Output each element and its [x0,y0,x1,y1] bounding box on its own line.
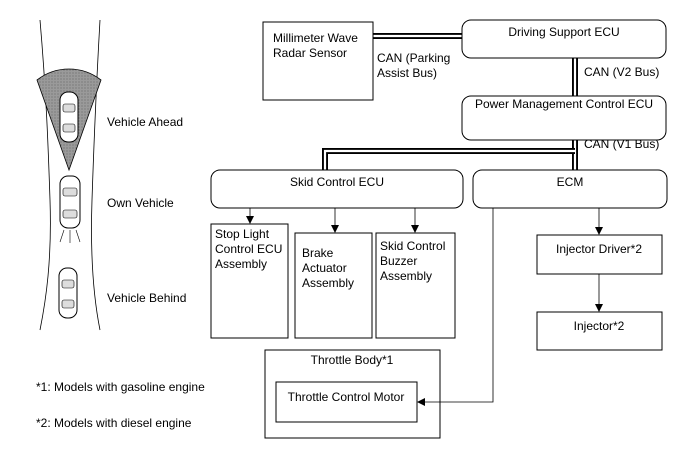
brake-actuator-label-1: Brake [302,246,334,260]
brake-actuator-box [294,232,373,339]
power-management-ecu-box [461,95,667,141]
stop-light-label-2: Control ECU [215,242,282,256]
can-parking-label-1: CAN (Parking [377,51,450,65]
stop-light-label-3: Assembly [215,257,267,271]
note-diesel: *2: Models with diesel engine [36,416,192,430]
can-parking-label-2: Assist Bus) [377,66,437,80]
throttle-motor-label: Throttle Control Motor [288,390,405,404]
road-edge-right [91,19,101,331]
label-vehicle-ahead: Vehicle Ahead [107,115,183,129]
buzzer-label-2: Buzzer [380,254,417,268]
driving-support-ecu-label: Driving Support ECU [508,25,619,39]
injector-driver-box [536,234,663,275]
throttle-motor-box [275,381,418,423]
stop-light-label-1: Stop Light [215,227,270,241]
road-edge-left [39,19,51,331]
ecm-box [472,169,668,209]
vehicle-ahead-icon [59,91,79,143]
can-v2-label: CAN (V2 Bus) [584,65,659,79]
stop-light-ecu-box [210,223,289,339]
power-management-ecu-label: Power Management Control ECU [475,97,653,111]
radar-sensor-label-2: Radar Sensor [273,46,347,60]
injector-box [536,311,663,351]
brake-actuator-label-3: Assembly [302,276,354,290]
ecm-label: ECM [557,175,584,189]
skid-control-ecu-box [210,169,464,209]
arrow-to-throttle-motor [417,208,494,406]
injector-driver-label: Injector Driver*2 [556,242,642,256]
buzzer-box [375,232,456,339]
label-vehicle-behind: Vehicle Behind [107,291,186,305]
radar-sensor-label-1: Millimeter Wave [273,31,358,45]
brake-actuator-label-2: Actuator [302,261,347,275]
driving-support-ecu-box [461,19,667,59]
signal-arrows [246,208,603,406]
road-scene: Vehicle Ahead Own Vehicle Vehicle Behind [36,19,186,331]
label-own-vehicle: Own Vehicle [107,196,174,210]
note-gasoline: *1: Models with gasoline engine [36,380,205,394]
throttle-body-label: Throttle Body*1 [311,353,394,367]
skid-control-ecu-label: Skid Control ECU [290,175,384,189]
radar-sensor-box [262,21,374,101]
can-bus-lines [322,33,578,170]
own-vehicle-icon [59,175,81,243]
buzzer-label-1: Skid Control [380,239,445,253]
buzzer-label-3: Assembly [380,269,432,283]
can-v1-label: CAN (V1 Bus) [584,137,659,151]
injector-label: Injector*2 [574,319,625,333]
vehicle-behind-icon [58,267,78,319]
